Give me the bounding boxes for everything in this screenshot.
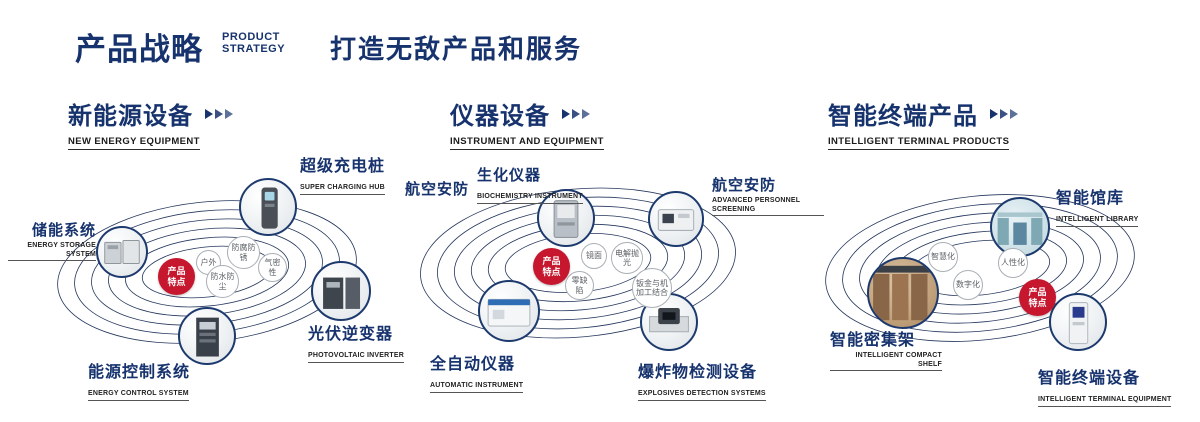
page-title-en: PRODUCT STRATEGY: [222, 31, 285, 55]
section-subtitle-instrument: INSTRUMENT AND EQUIPMENT: [450, 136, 604, 150]
feature-bubble-anticorrosion: 防腐防锈: [227, 236, 260, 269]
section-title-new-energy: 新能源设备: [68, 103, 193, 130]
feature-bubble-sheetmetal: 钣金与机加工结合: [632, 268, 672, 308]
triple-arrow-icon: [205, 108, 233, 119]
feature-bubble-intelligent: 智慧化: [928, 242, 958, 272]
feature-bubble-mirror: 镜面: [581, 243, 607, 269]
section-title-instrument: 仪器设备: [450, 103, 550, 130]
product-circle-charging-hub: [239, 178, 297, 236]
section-header-terminal: 智能终端产品 INTELLIGENT TERMINAL PRODUCTS: [828, 96, 1018, 150]
page-title-en-bottom: STRATEGY: [222, 43, 286, 55]
feature-bubble-zero-defect: 零缺陷: [565, 271, 594, 300]
feature-bubble-airtight: 气密性: [258, 253, 287, 282]
section-header-instrument: 仪器设备 INSTRUMENT AND EQUIPMENT: [450, 96, 604, 150]
triple-arrow-icon: [562, 108, 590, 119]
product-circle-personnel-screening: [648, 191, 704, 247]
energy-control-system-image: [196, 317, 219, 357]
product-circle-compact-shelf: [867, 257, 939, 329]
feature-bubble-waterproof: 防水防尘: [206, 265, 239, 298]
compact-shelf-image: [873, 265, 933, 321]
label-automatic-instrument: 全自动仪器 AUTOMATIC INSTRUMENT: [430, 350, 524, 393]
personnel-screening-image: [657, 209, 695, 231]
product-circle-energy-control: [178, 307, 236, 365]
section-title-terminal: 智能终端产品: [828, 103, 978, 130]
label-compact-shelf: 智能密集架 INTELLIGENT COMPACT SHELF: [830, 326, 942, 371]
page-title-cn: 产品战略: [75, 32, 203, 67]
label-intelligent-library: 智能馆库 INTELLIGENT LIBRARY: [1056, 184, 1139, 227]
section-subtitle-new-energy: NEW ENERGY EQUIPMENT: [68, 136, 200, 150]
triple-arrow-icon: [990, 108, 1018, 119]
feature-badge-instrument: 产品特点: [533, 248, 570, 285]
page-title-en-top: PRODUCT: [222, 31, 280, 43]
product-circle-biochemistry: [537, 189, 595, 247]
page-slogan: 打造无敌产品和服务: [330, 34, 583, 64]
section-header-new-energy: 新能源设备 NEW ENERGY EQUIPMENT: [68, 96, 233, 150]
feature-bubble-digital: 数字化: [953, 270, 983, 300]
energy-storage-image: [104, 240, 140, 264]
product-circle-automatic-instrument: [478, 280, 540, 342]
product-circle-pv-inverter: [311, 261, 371, 321]
automatic-instrument-image: [487, 298, 531, 327]
product-circle-terminal-equipment: [1049, 293, 1107, 351]
feature-badge-new-energy: 产品特点: [158, 258, 195, 295]
label-aviation-security: 航空安防: [405, 181, 470, 198]
feature-badge-terminal: 产品特点: [1019, 279, 1056, 316]
product-circle-intelligent-library: [990, 197, 1050, 257]
photovoltaic-inverter-image: [323, 277, 361, 309]
terminal-equipment-image: [1068, 302, 1089, 345]
biochemistry-instrument-image: [553, 200, 579, 238]
label-personnel-screening: 航空安防 ADVANCED PERSONNEL SCREENING: [712, 174, 824, 216]
label-explosives-detection: 爆炸物检测设备 EXPLOSIVES DETECTION SYSTEMS: [638, 358, 766, 401]
feature-bubble-humanized: 人性化: [998, 248, 1028, 278]
label-pv-inverter: 光伏逆变器 PHOTOVOLTAIC INVERTER: [308, 320, 404, 363]
section-subtitle-terminal: INTELLIGENT TERMINAL PRODUCTS: [828, 136, 1010, 150]
label-energy-control: 能源控制系统 ENERGY CONTROL SYSTEM: [88, 358, 190, 401]
super-charging-hub-image: [261, 187, 278, 229]
feature-bubble-electropolish: 电解抛光: [611, 242, 643, 274]
intelligent-library-image: [997, 212, 1043, 245]
label-biochemistry: 生化仪器 BIOCHEMISTRY INSTRUMENT: [477, 164, 583, 204]
explosives-detection-image: [649, 307, 689, 333]
label-energy-storage: 储能系统 ENERGY STORAGE SYSTEM: [8, 219, 96, 261]
label-charging-hub: 超级充电桩 SUPER CHARGING HUB: [300, 152, 385, 195]
product-circle-energy-storage: [96, 226, 148, 278]
label-terminal-equipment: 智能终端设备 INTELLIGENT TERMINAL EQUIPMENT: [1038, 364, 1172, 407]
